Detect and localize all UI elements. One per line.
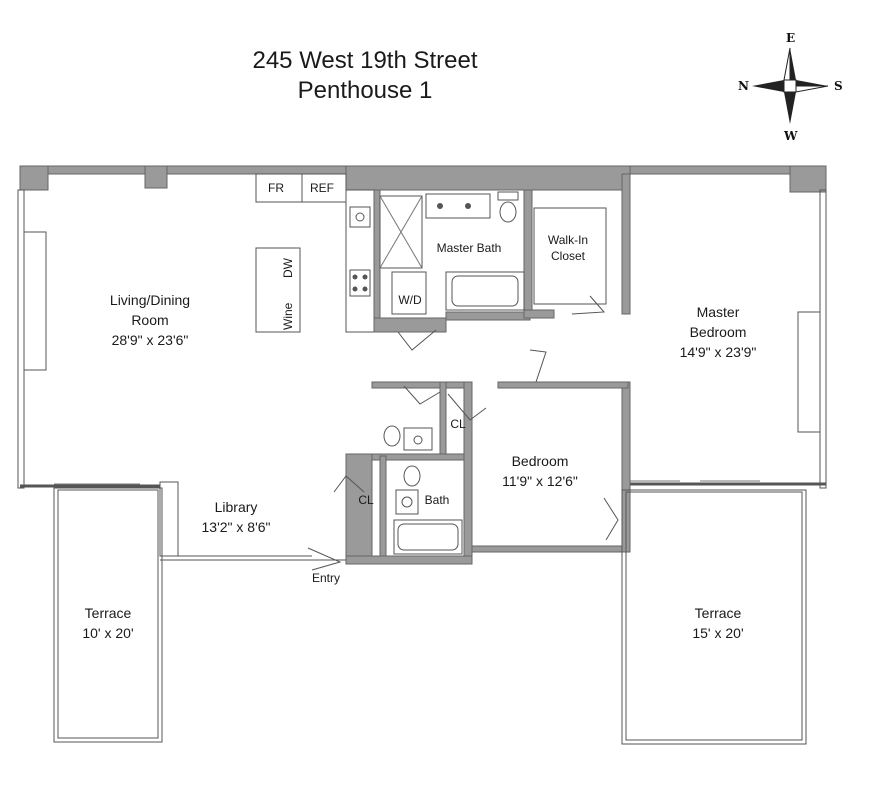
compass-rose (752, 47, 829, 124)
terrace-left-name: Terrace (85, 605, 132, 621)
bedroom-dims: 11'9" x 12'6" (502, 473, 578, 489)
address-line: 245 West 19th Street (252, 47, 478, 74)
compass-e: E (786, 31, 795, 45)
closet-upper-label: CL (450, 417, 466, 431)
kitchen (255, 173, 375, 333)
terrace-right-dims: 15' x 20' (692, 625, 743, 641)
walk-in-shelving (533, 207, 607, 305)
living-room-name1: Living/Dining (110, 292, 190, 308)
terrace-left-dims: 10' x 20' (82, 625, 133, 641)
library-dims: 13'2" x 8'6" (202, 519, 271, 535)
compass-s: S (834, 79, 843, 93)
terrace-right-name: Terrace (695, 605, 742, 621)
living-room-name2: Room (131, 312, 168, 328)
bath-label: Bath (425, 493, 450, 507)
terraces (53, 487, 807, 745)
compass-n: N (738, 79, 749, 93)
library-name: Library (215, 499, 258, 515)
master-bath-fixtures (379, 191, 525, 315)
fridge-label: FR (268, 181, 284, 195)
living-room-dims: 28'9" x 23'6" (112, 332, 189, 348)
core-walls (159, 173, 631, 565)
master-bath-label: Master Bath (437, 241, 502, 255)
entry-label: Entry (312, 571, 340, 585)
master-bedroom-name2: Bedroom (690, 324, 747, 340)
doors (307, 295, 619, 571)
bedroom-name: Bedroom (512, 453, 569, 469)
master-bedroom-dims: 14'9" x 23'9" (680, 344, 757, 360)
dw-label: DW (281, 257, 295, 278)
walk-in-closet-name1: Walk-In (548, 233, 588, 247)
ref-label: REF (310, 181, 334, 195)
plan-title: 245 West 19th Street Penthouse 1 (200, 46, 530, 106)
unit-line: Penthouse 1 (297, 77, 433, 104)
wd-label: W/D (398, 293, 422, 307)
closet-lower-label: CL (358, 493, 374, 507)
wine-label: Wine (281, 302, 295, 330)
walk-in-closet-name2: Closet (551, 249, 586, 263)
exterior-walls (17, 165, 827, 489)
master-bedroom-name1: Master (697, 304, 740, 320)
hall-bath-fixtures (383, 425, 463, 555)
compass-w: W (783, 129, 798, 143)
